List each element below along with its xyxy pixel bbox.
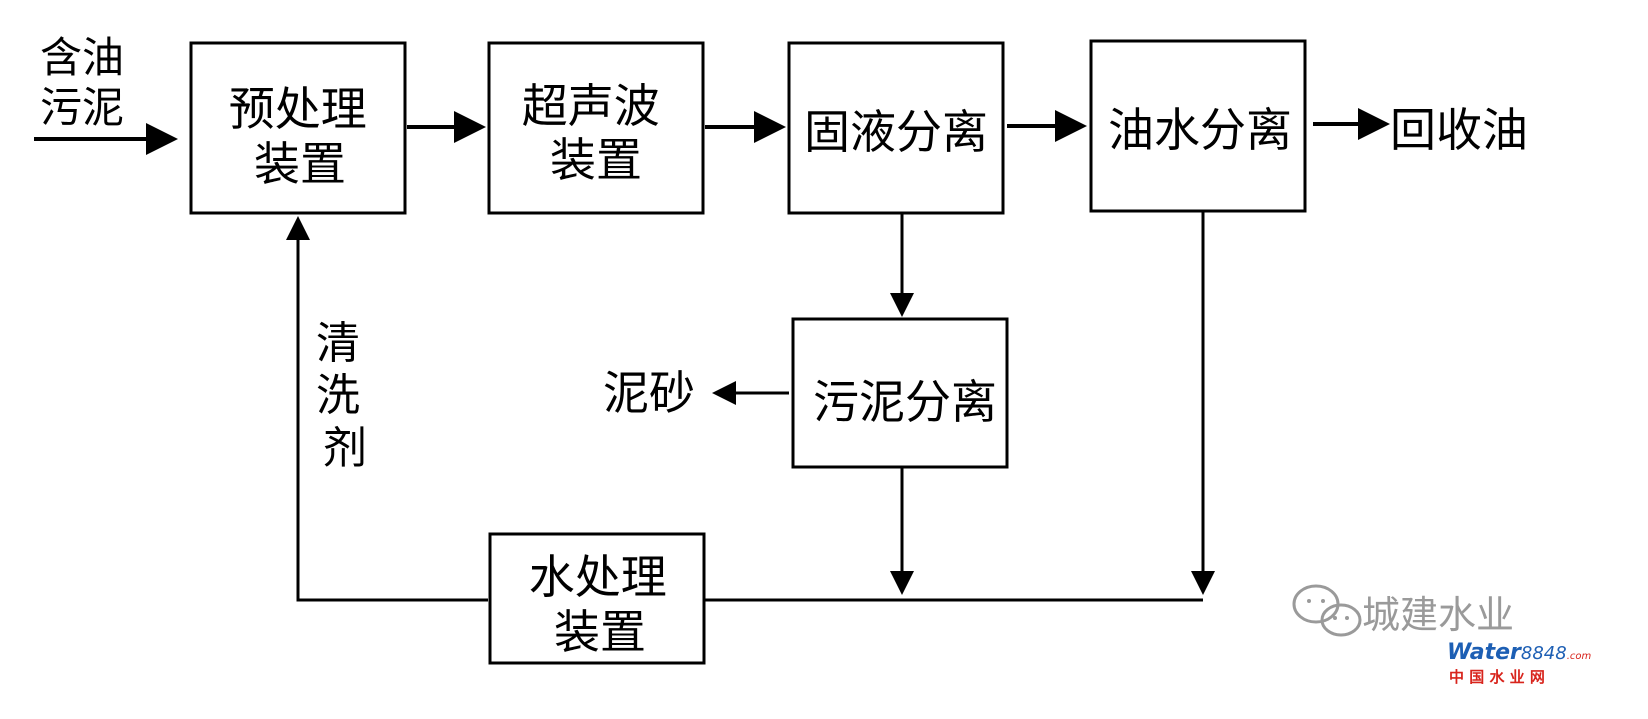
sludge-sep-box (791, 317, 1009, 469)
ultrasonic-label: 超声波 装置 (522, 79, 675, 187)
mud-sand-label: 泥砂 (603, 366, 695, 420)
cleaning-agent-label: 清 洗 剂 (316, 318, 374, 474)
water-treat-box (488, 532, 706, 665)
solid-liquid-box (787, 41, 1005, 215)
site-logo-tld: .com (1567, 651, 1592, 662)
site-logo-main: Water (1447, 640, 1522, 665)
oil-water-label: 油水分离 (1108, 103, 1292, 157)
oil-water-box (1089, 39, 1307, 213)
pretreatment-label: 预处理 装置 (229, 82, 382, 191)
solid-liquid-label: 固液分离 (804, 105, 988, 159)
input-label: 含油 污泥 (40, 33, 137, 132)
ultrasonic-box (487, 41, 705, 215)
site-logo: Water8848.com 中 国 水 业 网 (1447, 640, 1592, 686)
pretreatment-box (189, 41, 407, 215)
arrow-water-to-pretreatment (286, 216, 488, 602)
svg-text:Water8848.com: Water8848.com (1447, 640, 1592, 665)
watermark-account: 城建水业 (1362, 593, 1514, 637)
site-logo-num: 8848 (1521, 643, 1567, 664)
water-treat-label: 水处理 装置 (529, 550, 682, 659)
sludge-sep-label: 污泥分离 (813, 375, 997, 429)
site-logo-cn: 中 国 水 业 网 (1449, 668, 1545, 686)
recovered-oil-label: 回收油 (1390, 103, 1528, 157)
wechat-icon (1292, 584, 1362, 637)
